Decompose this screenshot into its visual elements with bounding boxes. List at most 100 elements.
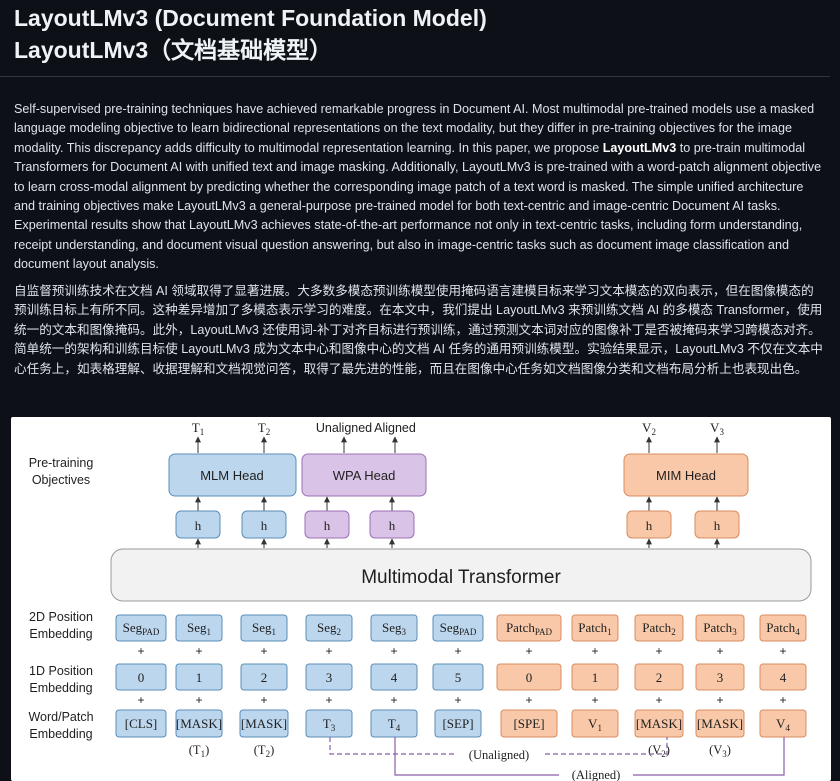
h-box [369, 510, 415, 539]
position-2d-box [115, 614, 167, 642]
token-embedding-box [434, 709, 482, 738]
plus-sign: + [655, 693, 662, 707]
h-box [175, 510, 221, 539]
plus-sign: + [390, 693, 397, 707]
plus-sign: + [591, 644, 598, 658]
plus-sign: + [525, 644, 532, 658]
row-label-1d-line2: Embedding [29, 681, 92, 695]
position-1d-box [496, 663, 562, 691]
token-embedding-box [175, 709, 223, 738]
aligned-bottom-label: (Aligned) [572, 768, 621, 781]
token-embedding-box [500, 709, 558, 738]
token-embedding-label: [MASK] [176, 716, 222, 731]
position-1d-box [432, 663, 484, 691]
plus-sign: + [716, 693, 723, 707]
position-1d-label: 1 [196, 670, 203, 685]
position-1d-label: 5 [455, 670, 462, 685]
h-label: h [261, 518, 268, 533]
abstract-en: Self-supervised pre-training techniques … [0, 100, 840, 275]
position-1d-box [571, 663, 619, 691]
position-2d-box [759, 614, 807, 642]
abstract-en-bold-name: LayoutLMv3 [602, 140, 677, 155]
mlm-head-label: MLM Head [200, 468, 264, 483]
row-label-1d-line1: 1D Position [29, 664, 93, 678]
position-2d-box [571, 614, 619, 642]
plus-sign: + [779, 644, 786, 658]
token-embedding-box [634, 709, 684, 738]
plus-sign: + [137, 644, 144, 658]
plus-sign: + [260, 693, 267, 707]
position-2d-label: Patch2 [642, 620, 675, 637]
plus-sign: + [454, 693, 461, 707]
output-t1: T1 [192, 420, 204, 437]
position-1d-label: 4 [391, 670, 398, 685]
plus-sign: + [716, 644, 723, 658]
output-t2: T2 [258, 420, 270, 437]
token-embedding-box [759, 709, 807, 738]
position-2d-label: Patch1 [578, 620, 611, 637]
position-1d-label: 0 [138, 670, 145, 685]
token-embedding-box [695, 709, 745, 738]
plus-sign: + [591, 693, 598, 707]
position-1d-label: 2 [656, 670, 663, 685]
position-2d-box [695, 614, 745, 642]
token-embedding-label: V1 [588, 716, 602, 733]
position-2d-label: Seg1 [252, 620, 276, 637]
plus-sign: + [195, 693, 202, 707]
mlm-head-box [168, 453, 297, 497]
position-1d-box [370, 663, 418, 691]
token-embedding-label: [CLS] [125, 716, 158, 731]
position-2d-label: SegPAD [440, 620, 477, 637]
h-box [304, 510, 350, 539]
h-box [694, 510, 740, 539]
page-title-en: LayoutLMv3 (Document Foundation Model) [14, 5, 487, 31]
row-label-word-line1: Word/Patch [28, 710, 93, 724]
position-1d-box [759, 663, 807, 691]
token-embedding-box [305, 709, 353, 738]
token-embedding-box [370, 709, 418, 738]
wpa-head-label: WPA Head [333, 468, 396, 483]
architecture-diagram: Pre-training Objectives T1 T2 Unaligned … [28, 420, 812, 781]
token-embedding-box [239, 709, 289, 738]
mim-head-label: MIM Head [656, 468, 716, 483]
plus-sign: + [260, 644, 267, 658]
aligned-label-bg [559, 767, 633, 781]
output-aligned: Aligned [374, 421, 416, 435]
token-embedding-label: [MASK] [697, 716, 743, 731]
plus-sign: + [325, 644, 332, 658]
objectives-label-line2: Objectives [32, 473, 90, 487]
position-2d-box [305, 614, 353, 642]
position-1d-label: 0 [526, 670, 533, 685]
position-1d-box [695, 663, 745, 691]
embedding-rows: SegPAD+Seg1+Seg1+Seg2+Seg3+SegPAD+PatchP… [115, 614, 807, 759]
position-1d-label: 1 [592, 670, 599, 685]
position-2d-label: PatchPAD [506, 620, 553, 637]
plus-sign: + [454, 644, 461, 658]
position-2d-label: Patch4 [766, 620, 800, 637]
position-2d-label: Patch3 [703, 620, 737, 637]
row-label-2d-line2: Embedding [29, 627, 92, 641]
mim-head-box [623, 453, 749, 497]
position-1d-box [175, 663, 223, 691]
token-embedding-label: T3 [323, 716, 336, 733]
output-v3: V3 [710, 420, 724, 437]
architecture-figure: Pre-training Objectives T1 T2 Unaligned … [11, 417, 831, 781]
token-embedding-label: [MASK] [241, 716, 287, 731]
position-2d-box [175, 614, 223, 642]
multimodal-transformer-box [110, 548, 812, 602]
position-1d-label: 3 [717, 670, 724, 685]
token-embedding-label: [MASK] [636, 716, 682, 731]
masked-original-label: (T1) [189, 743, 209, 759]
masked-original-label: (V3) [709, 743, 731, 759]
h-label: h [714, 518, 721, 533]
plus-sign: + [195, 644, 202, 658]
position-2d-box [496, 614, 562, 642]
plus-sign: + [325, 693, 332, 707]
plus-sign: + [779, 693, 786, 707]
position-2d-label: SegPAD [123, 620, 160, 637]
token-embedding-label: [SPE] [513, 716, 544, 731]
position-2d-box [634, 614, 684, 642]
token-embedding-box [115, 709, 167, 738]
h-label: h [195, 518, 202, 533]
